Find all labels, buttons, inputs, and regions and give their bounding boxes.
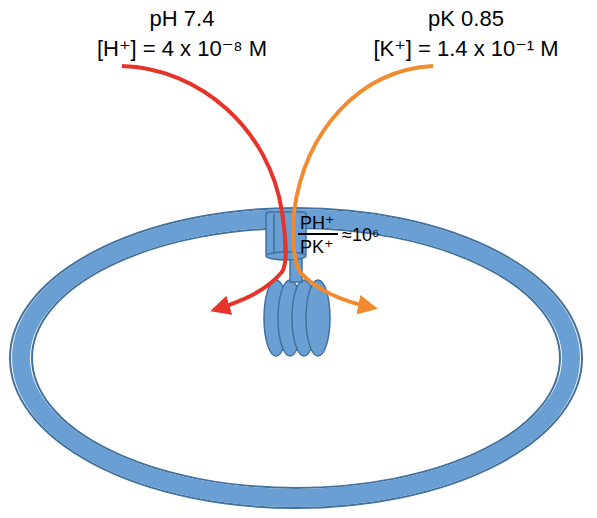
potassium-permeability: PK⁺ <box>300 238 334 256</box>
potassium-concentration: [K⁺] = 1.4 x 10⁻¹ M <box>373 38 558 60</box>
proton-permeability: PH⁺ <box>300 214 335 232</box>
pk-value: pK 0.85 <box>428 8 504 30</box>
potassium-path <box>293 66 433 308</box>
fraction-bar <box>298 233 338 235</box>
rotor <box>264 256 330 356</box>
ph-value: pH 7.4 <box>150 8 215 30</box>
proton-concentration: [H⁺] = 4 x 10⁻⁸ M <box>97 38 267 60</box>
permeability-ratio: ≈10⁶ <box>342 226 379 244</box>
proton-path <box>122 66 286 310</box>
